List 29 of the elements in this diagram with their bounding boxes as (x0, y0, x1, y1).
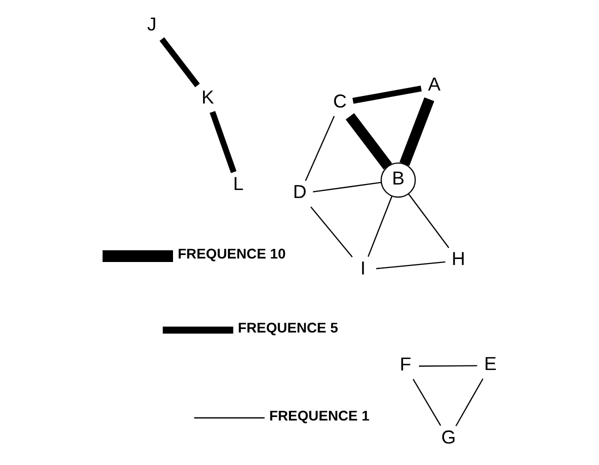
node-text: A (428, 74, 440, 95)
legend-label: FREQUENCE 10 (177, 246, 286, 262)
node-text: G (440, 426, 456, 448)
node-circle: B (380, 162, 416, 198)
connector (352, 86, 422, 104)
legend-label: FREQUENCE 1 (268, 407, 369, 424)
connector (345, 113, 392, 170)
node-text: C (332, 90, 346, 112)
connector (407, 193, 449, 248)
node-text: I (360, 257, 366, 278)
connector (310, 206, 352, 258)
connector (376, 261, 445, 270)
connector (418, 365, 477, 367)
connector (454, 378, 483, 426)
connector (209, 110, 236, 174)
node-text: E (484, 353, 496, 374)
node-text: K (201, 86, 214, 108)
node-text: H (451, 248, 465, 270)
legend-label: FREQUENCE 5 (237, 320, 338, 336)
connector (304, 116, 334, 181)
node-text: L (232, 172, 244, 194)
node-text: F (399, 354, 411, 375)
connector (312, 182, 381, 192)
connector (398, 97, 434, 166)
connector (159, 37, 200, 88)
connector (412, 378, 441, 426)
node-text: J (146, 13, 156, 34)
connector (367, 196, 392, 257)
node-text: D (292, 181, 306, 202)
